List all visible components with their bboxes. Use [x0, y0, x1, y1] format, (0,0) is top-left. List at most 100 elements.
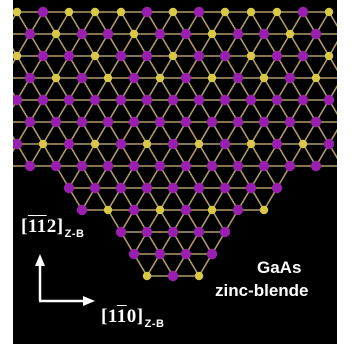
as-atom [154, 248, 166, 260]
as-atom [128, 248, 140, 260]
direction-label-110: [110]Z-B [101, 306, 165, 330]
ga-atom [207, 73, 217, 83]
as-atom [115, 50, 127, 62]
as-atom [323, 138, 335, 150]
as-atom [232, 72, 244, 84]
as-atom [180, 72, 192, 84]
as-atom [310, 116, 322, 128]
as-atom [128, 160, 140, 172]
as-atom [284, 160, 296, 172]
structure-label: zinc-blende [215, 281, 309, 300]
as-atom [37, 6, 49, 18]
as-atom [154, 28, 166, 40]
ga-atom [194, 139, 204, 149]
as-atom [63, 94, 75, 106]
ga-atom [298, 139, 308, 149]
bond [159, 55, 174, 79]
as-atom [219, 226, 231, 238]
up-arrow-head [35, 254, 45, 266]
as-atom [115, 94, 127, 106]
bond [328, 40, 337, 57]
as-atom [141, 94, 153, 106]
direction-label-112: [112]Z-B [21, 216, 85, 240]
bond [211, 11, 226, 35]
ga-atom [259, 73, 269, 83]
ga-atom [246, 7, 256, 17]
as-atom [258, 116, 270, 128]
as-atom [24, 160, 36, 172]
as-atom [76, 160, 88, 172]
bond [13, 55, 18, 65]
ga-atom [90, 139, 100, 149]
as-atom [206, 116, 218, 128]
as-atom [193, 94, 205, 106]
as-atom [297, 6, 309, 18]
as-atom [154, 160, 166, 172]
bond [13, 47, 18, 57]
as-atom [284, 72, 296, 84]
as-atom [219, 94, 231, 106]
bond [120, 11, 135, 35]
as-atom [310, 160, 322, 172]
as-atom [24, 28, 36, 40]
as-atom [297, 94, 309, 106]
ga-atom [155, 73, 165, 83]
as-atom [141, 182, 153, 194]
as-atom [271, 182, 283, 194]
ga-atom [246, 51, 256, 61]
ga-atom [90, 51, 100, 61]
ga-atom [103, 205, 113, 215]
direction-arrows [35, 254, 95, 306]
as-atom [323, 94, 335, 106]
atom-layer [13, 6, 337, 282]
ga-atom [259, 205, 269, 215]
as-atom [13, 94, 23, 106]
as-atom [76, 72, 88, 84]
as-atom [24, 72, 36, 84]
bond [328, 11, 337, 28]
as-atom [102, 160, 114, 172]
ga-atom [324, 7, 334, 17]
as-atom [245, 94, 257, 106]
ga-atom [142, 139, 152, 149]
as-atom [258, 28, 270, 40]
as-atom [89, 94, 101, 106]
as-atom [167, 138, 179, 150]
material-label: GaAs [257, 258, 302, 277]
as-atom [13, 138, 23, 150]
as-atom [193, 6, 205, 18]
as-atom [180, 204, 192, 216]
bond [328, 55, 337, 72]
as-atom [128, 72, 140, 84]
as-atom [141, 6, 153, 18]
bond [94, 55, 109, 79]
ga-atom [103, 73, 113, 83]
ga-atom [207, 29, 217, 39]
lattice-svg [13, 6, 337, 306]
ga-atom [13, 7, 22, 17]
bond [13, 11, 18, 21]
as-atom [76, 116, 88, 128]
as-atom [102, 116, 114, 128]
as-atom [167, 94, 179, 106]
ga-atom [90, 7, 100, 17]
ga-atom [246, 139, 256, 149]
as-atom [180, 160, 192, 172]
as-atom [245, 182, 257, 194]
as-atom [63, 138, 75, 150]
as-atom [232, 28, 244, 40]
bond [276, 11, 291, 35]
as-atom [271, 50, 283, 62]
as-atom [180, 28, 192, 40]
as-atom [219, 182, 231, 194]
ga-atom [311, 73, 321, 83]
as-atom [219, 138, 231, 150]
bond [315, 55, 330, 79]
as-atom [76, 28, 88, 40]
as-atom [154, 116, 166, 128]
as-atom [271, 138, 283, 150]
ga-atom [220, 7, 230, 17]
as-atom [63, 50, 75, 62]
ga-atom [64, 7, 74, 17]
as-atom [76, 204, 88, 216]
